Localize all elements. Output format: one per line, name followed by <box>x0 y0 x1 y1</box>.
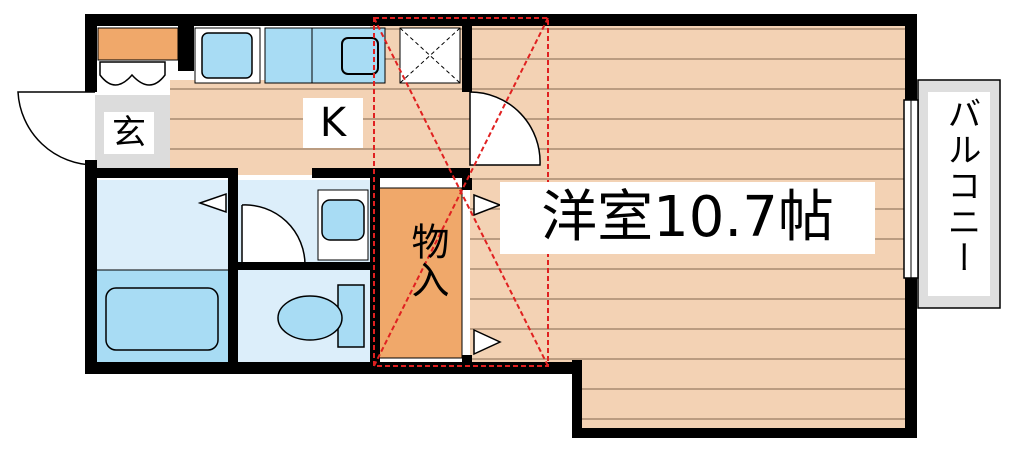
storage-label: 物入 <box>405 222 449 298</box>
stove-icon <box>399 27 461 84</box>
entrance-label: 玄 <box>104 112 154 154</box>
walls <box>85 14 917 438</box>
bath-door-marker <box>197 192 227 214</box>
toilet-bowl-icon <box>277 295 343 341</box>
washbasin-icon <box>321 199 365 241</box>
shoe-cabinet <box>97 27 179 61</box>
western-room-label: 洋室10.7帖 <box>500 182 875 254</box>
entrance-door-swing <box>17 91 96 166</box>
balcony-window <box>903 99 919 279</box>
kitchen-label: K <box>303 98 363 148</box>
room-door-swing <box>469 91 541 166</box>
sink-icon <box>341 37 379 75</box>
balcony-label: バルコニー <box>941 96 981 276</box>
closet-door-marker-2 <box>473 328 502 356</box>
entrance-curtain <box>99 61 166 86</box>
bathtub-icon <box>105 287 219 351</box>
washer-icon <box>201 32 253 79</box>
closet-door-marker-1 <box>473 193 503 217</box>
